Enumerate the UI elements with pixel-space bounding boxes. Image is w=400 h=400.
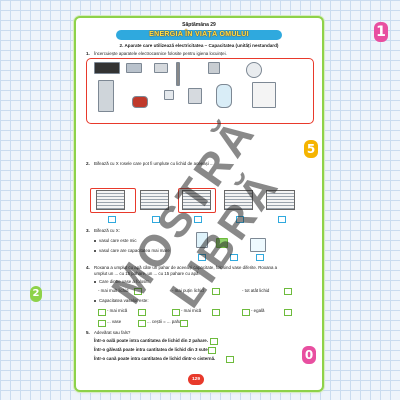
page-number: 129	[188, 374, 204, 385]
checkbox-5[interactable]	[278, 216, 286, 223]
item-frame-1	[90, 188, 136, 213]
exercise-4-b1: - mai mică	[107, 308, 128, 313]
toaster-image[interactable]	[154, 63, 168, 73]
checkbox-1[interactable]	[108, 216, 116, 223]
true-false-box-a[interactable]	[210, 338, 218, 345]
microwave-image[interactable]	[126, 63, 142, 73]
exercise-2-number: 2.	[86, 161, 90, 166]
answer-box-a1[interactable]	[134, 288, 142, 295]
true-false-box-c[interactable]	[226, 356, 234, 363]
decorative-number-right-bottom: 0	[302, 346, 316, 364]
tv-image[interactable]	[94, 62, 120, 74]
exercise-2-text: Bifează cu X rosele care pot fi umplute …	[94, 161, 214, 166]
answer-box-a2[interactable]	[212, 288, 220, 295]
answer-box-b3-left[interactable]	[242, 309, 250, 316]
exercise-5-c: Într-o cană poate intra cantitatea de li…	[94, 356, 216, 361]
vacuum-cleaner-image[interactable]	[132, 96, 148, 108]
bullet	[94, 281, 96, 283]
cup-image[interactable]	[216, 238, 228, 248]
coffee-machine-image[interactable]	[208, 62, 220, 74]
bullet	[94, 250, 96, 252]
exercise-1-number: 1.	[86, 51, 90, 56]
blind-image-2[interactable]	[140, 190, 169, 210]
exercise-4-text-2: umplut un ... cu 15 pahare, un ... cu 15…	[94, 271, 200, 276]
checkbox-4[interactable]	[236, 216, 244, 223]
exercise-4-text: Roxana a umplut cu apă câte un pahar de …	[94, 265, 278, 270]
exercise-4-a3: - tot atât lichid	[242, 288, 270, 293]
blind-image-1[interactable]	[96, 190, 125, 210]
decorative-number-left-bottom: 2	[30, 286, 42, 302]
exercise-3-b: vasul care are capacitatea mai mare	[99, 248, 170, 253]
checkbox-3[interactable]	[194, 216, 202, 223]
exercise-5-number: 5.	[86, 330, 90, 335]
exercise-3-text: Bifează cu X:	[94, 228, 120, 233]
lesson-subtitle: 2. Aparate care utilizează electricitate…	[119, 43, 279, 48]
exercise-4-a2: - mai puțin lichid	[172, 288, 204, 293]
fan-image[interactable]	[246, 62, 262, 78]
blender-image[interactable]	[188, 88, 202, 104]
answer-box-b3-right[interactable]	[284, 309, 292, 316]
checkbox-vessel-3[interactable]	[256, 254, 264, 261]
item-frame-3	[178, 188, 216, 213]
exercise-5-b: Într-o găleată poate intra cantitatea de…	[94, 347, 209, 352]
answer-box-c2[interactable]	[138, 320, 146, 327]
steam-mop-image[interactable]	[176, 62, 180, 86]
checkbox-vessel-2[interactable]	[230, 254, 238, 261]
exercise-4-b3: - egală	[251, 308, 265, 313]
exercise-4-c1: ... vase	[107, 319, 122, 324]
worksheet-page: Săptămâna 29 ENERGIA ÎN VIAȚA OMULUI 2. …	[76, 18, 322, 390]
exercise-4-b2: - mai mică	[181, 308, 202, 313]
glass-image-2[interactable]	[250, 238, 266, 252]
answer-box-b1-left[interactable]	[98, 309, 106, 316]
answer-box-c3[interactable]	[180, 320, 188, 327]
exercise-4-c2: ... ceștii = ... pahare	[147, 319, 186, 324]
exercise-3-number: 3.	[86, 228, 90, 233]
checkbox-2[interactable]	[152, 216, 160, 223]
blind-image-3[interactable]	[182, 190, 211, 210]
mixer-image[interactable]	[164, 90, 174, 100]
answer-box-c1[interactable]	[98, 320, 106, 327]
exercise-4-a1: - mai mult lichid	[98, 288, 129, 293]
bullet	[94, 300, 96, 302]
answer-box-b1-right[interactable]	[138, 309, 146, 316]
glass-image-1[interactable]	[196, 232, 208, 248]
decorative-number-top-right: 1	[374, 22, 388, 42]
washing-machine-image[interactable]	[252, 82, 276, 108]
exercise-4-b: Capacitatea vaselor este:	[99, 298, 149, 303]
exercise-1-text: Încercuiește aparatele electrocasnice fo…	[94, 51, 227, 56]
page-title-banner: ENERGIA ÎN VIAȚA OMULUI	[116, 30, 282, 40]
answer-box-b2-right[interactable]	[212, 309, 220, 316]
exercise-3-a: vasul care este mic	[99, 238, 137, 243]
water-heater-image[interactable]	[216, 84, 232, 108]
exercise-4-number: 4.	[86, 265, 90, 270]
week-label: Săptămâna 29	[182, 22, 216, 28]
checkbox-vessel-1[interactable]	[198, 254, 206, 261]
exercise-5-text: Adevărat sau fals?	[94, 330, 131, 335]
bullet	[94, 240, 96, 242]
exercise-4-a: Care dintre vase a folosit:	[99, 279, 149, 284]
answer-box-a3[interactable]	[284, 288, 292, 295]
exercise-5-a: Într-o oală poate intra cantitatea de li…	[94, 338, 208, 343]
blind-image-5[interactable]	[266, 190, 295, 210]
decorative-number-right-mid: 5	[304, 140, 318, 158]
refrigerator-image[interactable]	[98, 80, 114, 112]
answer-box-b2-left[interactable]	[172, 309, 180, 316]
appliances-frame	[86, 58, 314, 124]
blind-image-4[interactable]	[224, 190, 253, 210]
true-false-box-b[interactable]	[208, 347, 216, 354]
